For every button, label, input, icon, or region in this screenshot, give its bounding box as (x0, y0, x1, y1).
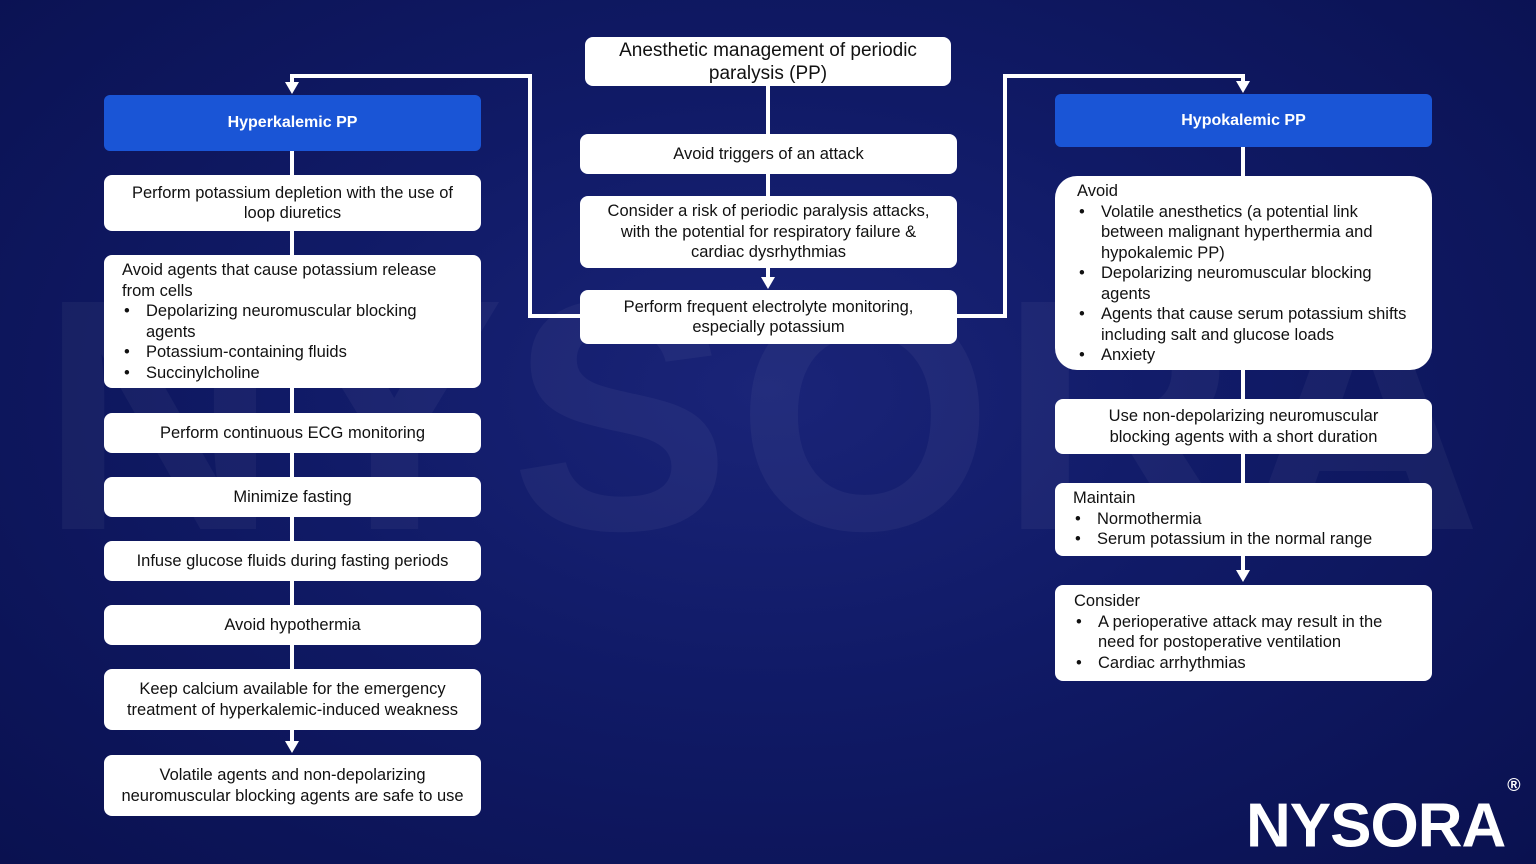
list-item: A perioperative attack may result in the… (1074, 612, 1414, 653)
list-item: Potassium-containing fluids (122, 342, 463, 363)
hypo-step-use-nondepolarizing: Use non-depolarizing neuromuscular block… (1055, 399, 1432, 454)
center-step-avoid-triggers: Avoid triggers of an attack (580, 134, 957, 174)
hyper-step-avoid-hypothermia: Avoid hypothermia (104, 605, 481, 645)
hyper-avoid-heading: Avoid agents that cause potassium releas… (122, 261, 437, 300)
hypo-consider-heading: Consider (1074, 592, 1141, 610)
list-item: Volatile anesthetics (a potential link b… (1077, 202, 1414, 264)
hyper-step-infuse-glucose: Infuse glucose fluids during fasting per… (104, 541, 481, 581)
diagram-title: Anesthetic management of periodic paraly… (585, 37, 951, 86)
hyper-step-safe-agents: Volatile agents and non-depolarizing neu… (104, 755, 481, 816)
hyper-step-minimize-fasting: Minimize fasting (104, 477, 481, 517)
hypo-step-consider: Consider A perioperative attack may resu… (1055, 585, 1432, 681)
list-item: Depolarizing neuromuscular blocking agen… (122, 301, 463, 342)
hyper-step-potassium-depletion: Perform potassium depletion with the use… (104, 175, 481, 231)
center-step-consider-risk: Consider a risk of periodic paralysis at… (580, 196, 957, 268)
center-step-electrolyte-monitoring: Perform frequent electrolyte monitoring,… (580, 290, 957, 344)
nysora-logo: NYSORA® (1246, 775, 1521, 861)
list-item: Normothermia (1073, 509, 1414, 530)
list-item: Anxiety (1077, 345, 1414, 366)
hyperkalemic-header: Hyperkalemic PP (104, 95, 481, 151)
hypokalemic-header: Hypokalemic PP (1055, 94, 1432, 147)
hyper-step-ecg-monitoring: Perform continuous ECG monitoring (104, 413, 481, 453)
list-item: Succinylcholine (122, 363, 463, 384)
hypo-step-avoid: Avoid Volatile anesthetics (a potential … (1055, 176, 1432, 370)
hypo-maintain-heading: Maintain (1073, 489, 1136, 507)
hypo-avoid-heading: Avoid (1077, 182, 1118, 200)
hyper-step-avoid-agents: Avoid agents that cause potassium releas… (104, 255, 481, 388)
list-item: Serum potassium in the normal range (1073, 529, 1414, 550)
list-item: Cardiac arrhythmias (1074, 653, 1414, 674)
list-item: Agents that cause serum potassium shifts… (1077, 304, 1414, 345)
list-item: Depolarizing neuromuscular blocking agen… (1077, 263, 1414, 304)
hyper-step-keep-calcium: Keep calcium available for the emergency… (104, 669, 481, 730)
hypo-step-maintain: Maintain Normothermia Serum potassium in… (1055, 483, 1432, 556)
